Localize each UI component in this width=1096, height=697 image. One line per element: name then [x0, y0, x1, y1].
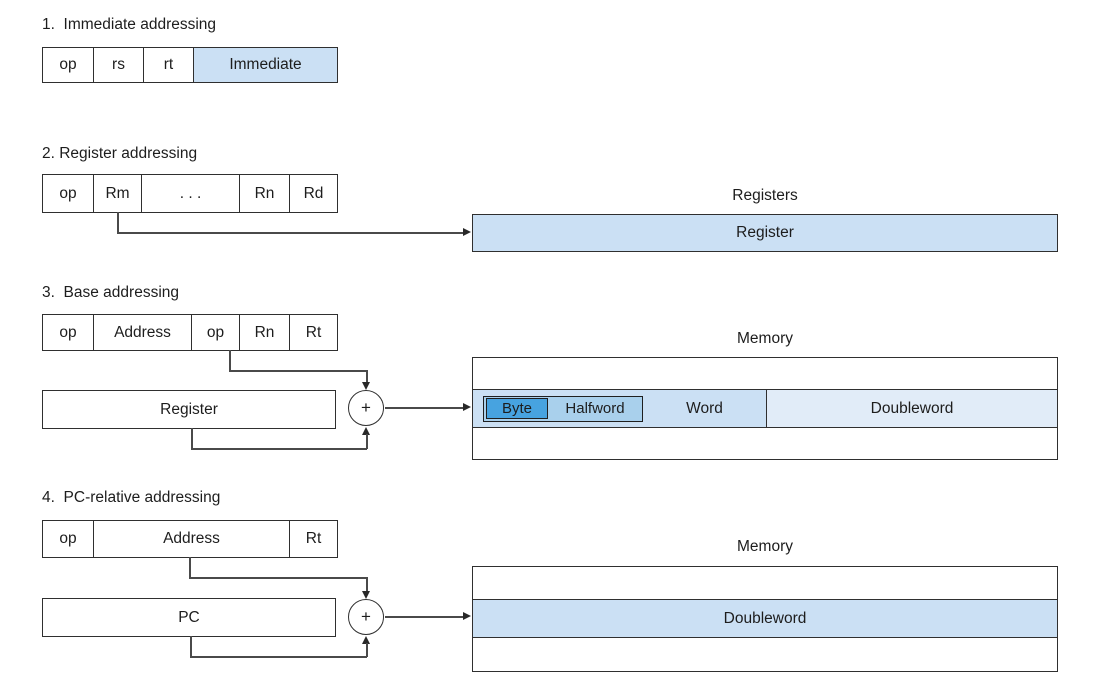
- field-op2: op: [191, 315, 239, 350]
- instruction-format-pc-relative: op Address Rt: [42, 520, 338, 558]
- field-op: op: [59, 56, 77, 73]
- connector-line: [191, 428, 193, 449]
- field-rn: Rn: [239, 315, 289, 350]
- connector-line: [117, 232, 463, 234]
- field-op: op: [59, 184, 77, 202]
- register-source-box: Register: [42, 390, 336, 429]
- field-address: Address: [93, 315, 191, 350]
- instruction-format-register: op Rm . . . Rn Rd: [42, 174, 338, 213]
- field-rd: Rd: [289, 175, 337, 212]
- field-immediate: Immediate: [193, 48, 337, 82]
- connector-line: [190, 656, 367, 658]
- adder-plus-icon: +: [348, 599, 384, 635]
- arrow-right-icon: [463, 228, 471, 236]
- section-title-base: 3. Base addressing: [42, 284, 180, 301]
- memory-row-empty: [473, 567, 1057, 600]
- instruction-format-immediate: op rs rt Immediate: [42, 47, 338, 83]
- connector-line: [189, 557, 191, 578]
- arrow-up-icon: [362, 636, 370, 644]
- memory-row-empty: [473, 358, 1057, 390]
- field-rs: rs: [93, 48, 143, 82]
- doubleword-label: Doubleword: [723, 609, 807, 627]
- connector-line: [366, 370, 368, 383]
- field-ellipsis: . . .: [141, 175, 239, 212]
- memory-box-base: Byte Halfword Word Doubleword: [472, 357, 1058, 460]
- connector-line: [229, 350, 231, 371]
- memory-row-highlighted: Byte Halfword Word Doubleword: [473, 390, 1057, 428]
- field-rm: Rm: [93, 175, 141, 212]
- connector-line: [366, 643, 368, 657]
- memory-row-empty: [473, 428, 1057, 459]
- byte-halfword-box: Byte Halfword: [483, 395, 643, 422]
- memory-title: Memory: [737, 538, 793, 555]
- field-rt: Rt: [289, 521, 337, 557]
- arrow-down-icon: [362, 382, 370, 390]
- connector-line: [190, 636, 192, 657]
- field-op: op: [59, 530, 77, 547]
- section-title-register: 2. Register addressing: [42, 145, 198, 162]
- connector-line: [191, 448, 367, 450]
- section-title-pc-relative: 4. PC-relative addressing: [42, 489, 221, 506]
- register-row: Register: [472, 214, 1058, 252]
- memory-row-highlighted: Doubleword: [473, 600, 1057, 638]
- arrow-right-icon: [463, 403, 471, 411]
- memory-title: Memory: [737, 330, 793, 347]
- connector-line: [366, 434, 368, 449]
- connector-line: [229, 370, 367, 372]
- registers-title: Registers: [732, 187, 798, 204]
- instruction-format-base: op Address op Rn Rt: [42, 314, 338, 351]
- connector-line: [366, 577, 368, 592]
- memory-box-pc-relative: Doubleword: [472, 566, 1058, 672]
- arrow-up-icon: [362, 427, 370, 435]
- connector-line: [189, 577, 367, 579]
- word-label: Word: [686, 399, 723, 417]
- section-title-immediate: 1. Immediate addressing: [42, 16, 217, 33]
- arrow-right-icon: [463, 612, 471, 620]
- field-address: Address: [93, 521, 289, 557]
- byte-cell: Byte: [486, 398, 548, 419]
- memory-word-region: Byte Halfword Word: [473, 390, 766, 427]
- arrow-down-icon: [362, 591, 370, 599]
- halfword-label: Halfword: [565, 400, 625, 417]
- adder-plus-icon: +: [348, 390, 384, 426]
- connector-line: [117, 212, 119, 233]
- memory-row-empty: [473, 638, 1057, 671]
- field-op: op: [59, 323, 77, 341]
- field-rt: Rt: [289, 315, 337, 350]
- connector-line: [385, 407, 465, 409]
- field-rt: rt: [143, 48, 193, 82]
- field-rn: Rn: [239, 175, 289, 212]
- doubleword-region: Doubleword: [766, 390, 1057, 427]
- connector-line: [385, 616, 465, 618]
- pc-source-box: PC: [42, 598, 336, 637]
